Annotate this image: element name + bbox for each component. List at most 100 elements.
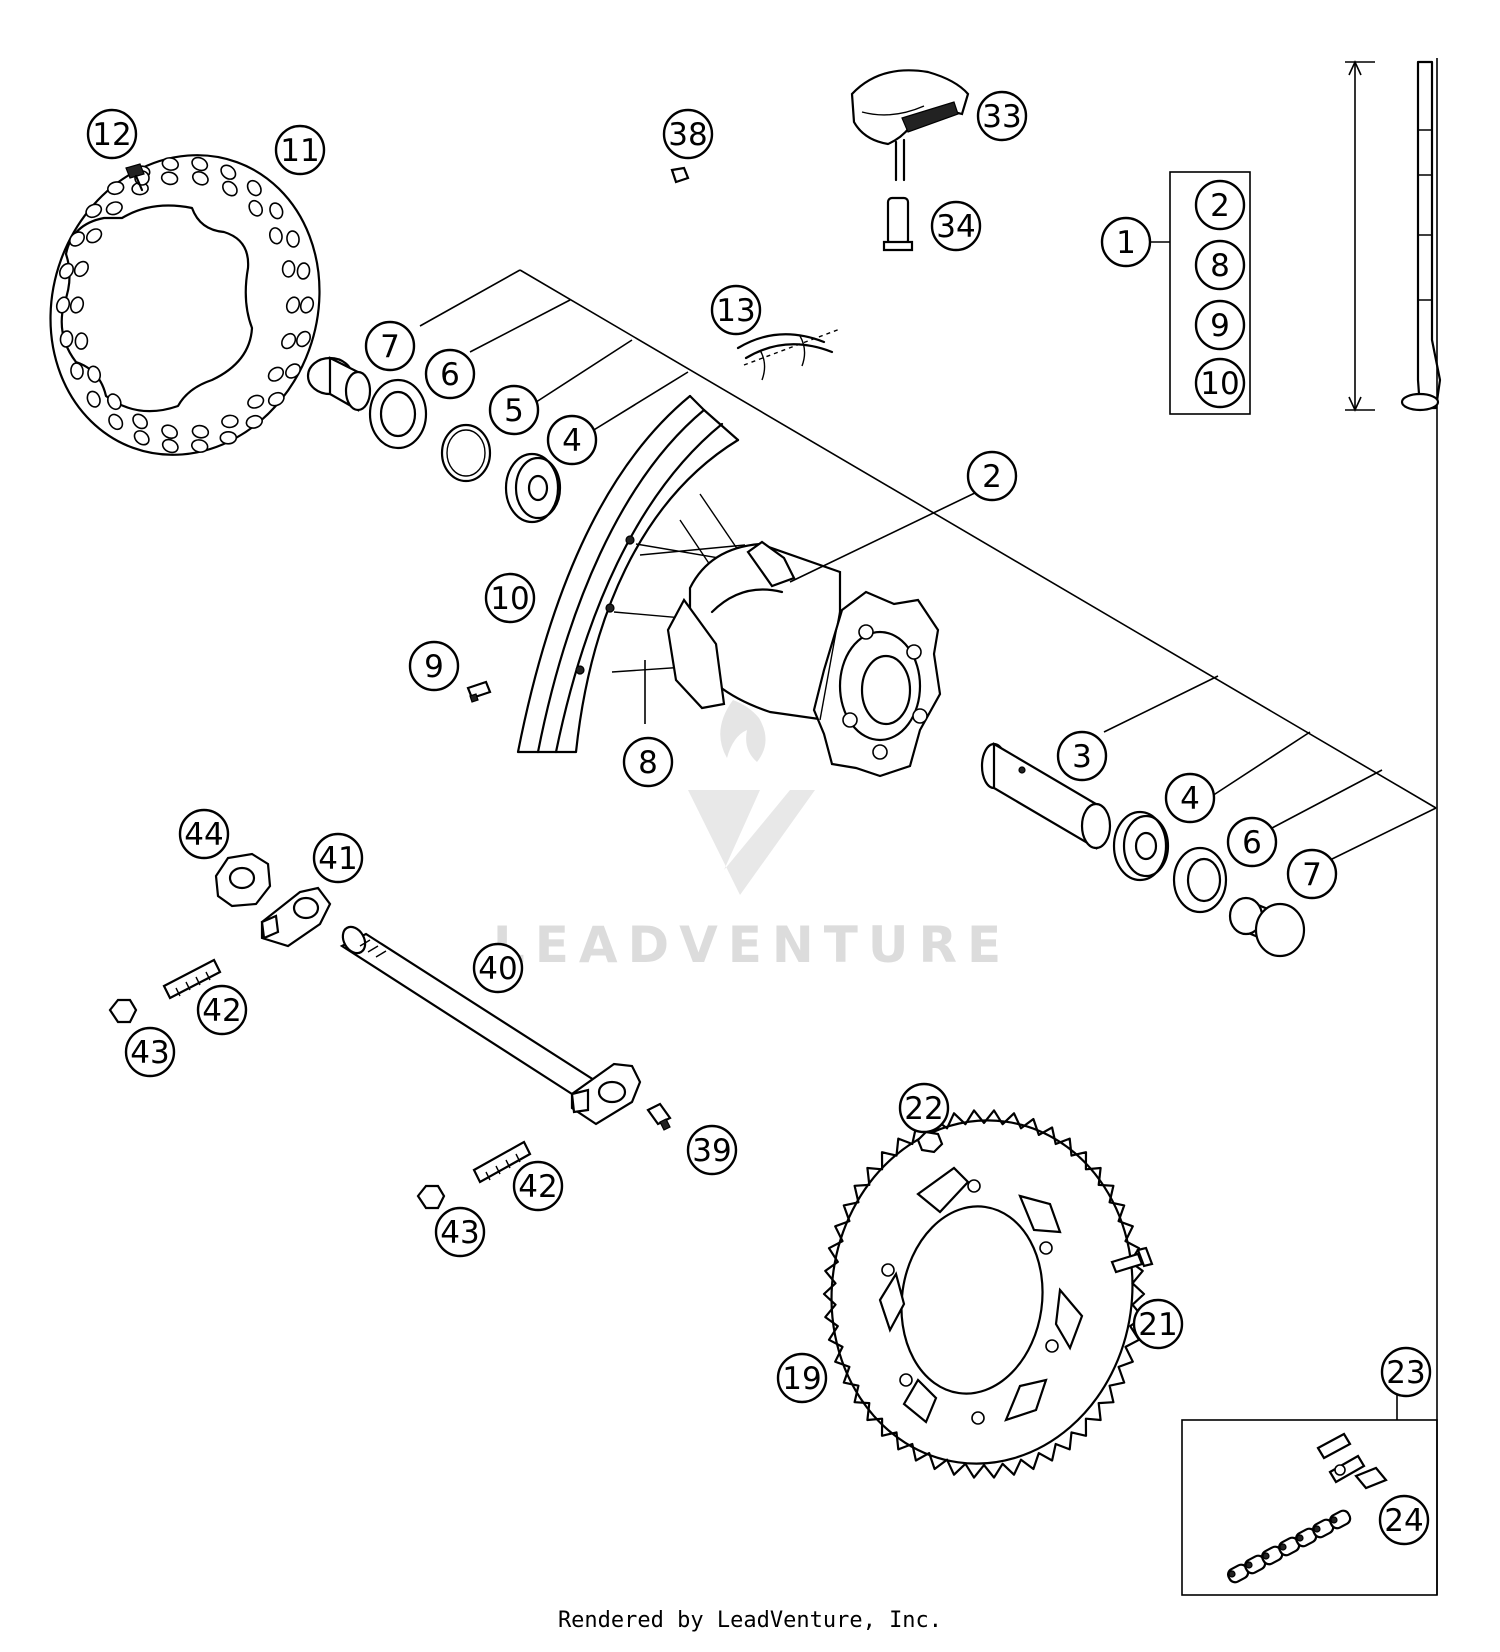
callout-c41: 41 [312,832,364,884]
chain-link [1329,1509,1352,1530]
callout-label: 4 [1180,781,1200,817]
callout-c9a: 9 [1194,299,1246,351]
spacer-tube-3 [980,742,1112,850]
callout-c42b: 42 [512,1160,564,1212]
chain-pin [1279,1543,1287,1551]
callout-label: 9 [424,649,444,685]
disc-hole [106,393,122,411]
callout-label: 33 [982,99,1021,135]
callout-c13: 13 [710,284,762,336]
circlip-5 [440,423,492,483]
callout-c10b: 10 [484,572,536,624]
callout-label: 9 [1210,308,1230,344]
callout-c8a: 8 [1194,239,1246,291]
callout-label: 1 [1116,225,1136,261]
callout-c40: 40 [472,942,524,994]
sprocket-nut-22 [916,1130,944,1154]
callout-label: 2 [982,459,1002,495]
flame-logo-icon [720,700,766,762]
footer-credit: Rendered by LeadVenture, Inc. [557,1608,943,1633]
callout-c23: 23 [1380,1346,1432,1398]
callout-label: 3 [1072,739,1092,775]
chain-pin [1262,1552,1270,1560]
callout-label: 22 [904,1091,943,1127]
callout-label: 10 [490,581,529,617]
disc-hole [286,230,300,248]
callout-c21: 21 [1132,1298,1184,1350]
rim-lock-33 [850,69,970,182]
sprocket [822,1109,1146,1479]
callout-label: 11 [280,133,319,169]
callout-c43a: 43 [124,1026,176,1078]
disc-hole [296,330,311,348]
disc-hole [69,296,85,314]
disc-hole [219,430,238,445]
callout-c42a: 42 [196,984,248,1036]
disc-hole [161,424,179,439]
chain-adjuster-41 [260,886,332,948]
brake-disc [49,154,321,456]
watermark-text: LEADVENTURE [493,916,1011,974]
callout-label: 38 [668,117,707,153]
disc-hole [285,363,301,379]
callout-c5: 5 [488,384,540,436]
right-bearing-4 [1112,810,1170,882]
disc-hole [247,394,265,409]
spacer-34 [882,196,914,252]
callout-c39: 39 [686,1124,738,1176]
disc-hole [87,365,102,383]
small-cap [670,166,690,184]
disc-hole [190,439,209,453]
callout-label: 19 [782,1361,821,1397]
callout-label: 24 [1384,1503,1423,1539]
callouts: 1223445667788991010111213192122232433343… [86,90,1432,1546]
callout-label: 42 [202,993,241,1029]
disc-hole [86,390,101,408]
watermark: LEADVENTURE [493,700,1011,974]
callout-c8b: 8 [622,736,674,788]
callout-c7a: 7 [364,320,416,372]
disc-hole [191,171,209,186]
callout-label: 2 [1210,188,1230,224]
chain-pin [1245,1561,1253,1569]
callout-label: 39 [692,1133,731,1169]
callout-label: 7 [1302,857,1322,893]
disc-hole [85,228,103,244]
adjusting-screw-42-lower [472,1140,532,1184]
callout-label: 8 [1210,248,1230,284]
disc-hole [160,171,179,186]
callout-c12: 12 [86,108,138,160]
axle-40 [339,925,642,1126]
disc-hole [296,262,311,280]
left-bearing-4 [504,452,562,524]
disc-hole [70,362,84,380]
disc-hole [55,296,71,314]
leader-lines [419,269,1437,861]
nut-43-lower [416,1184,446,1210]
callout-c10a: 10 [1194,357,1246,409]
callout-label: 4 [562,423,582,459]
callout-c33: 33 [976,90,1028,142]
callout-label: 42 [518,1169,557,1205]
callout-c2b: 2 [966,450,1018,502]
callout-label: 8 [638,745,658,781]
spoke-dimension-graphic [1345,60,1442,412]
callout-label: 7 [380,329,400,365]
disc-hole [248,199,264,217]
callout-label: 40 [478,951,517,987]
sprocket-bolt-21 [1110,1246,1154,1274]
rim-tape [736,328,841,381]
disc-hole [132,413,148,430]
callout-label: 6 [440,357,460,393]
callout-label: 12 [92,117,131,153]
callout-label: 13 [716,293,755,329]
disc-hole [108,413,124,431]
callout-c1: 1 [1100,216,1152,268]
callout-label: 23 [1386,1355,1425,1391]
hub [666,540,942,778]
axle-nut-44 [214,852,272,908]
disc-bolt [125,163,145,192]
disc-hole [161,438,179,454]
